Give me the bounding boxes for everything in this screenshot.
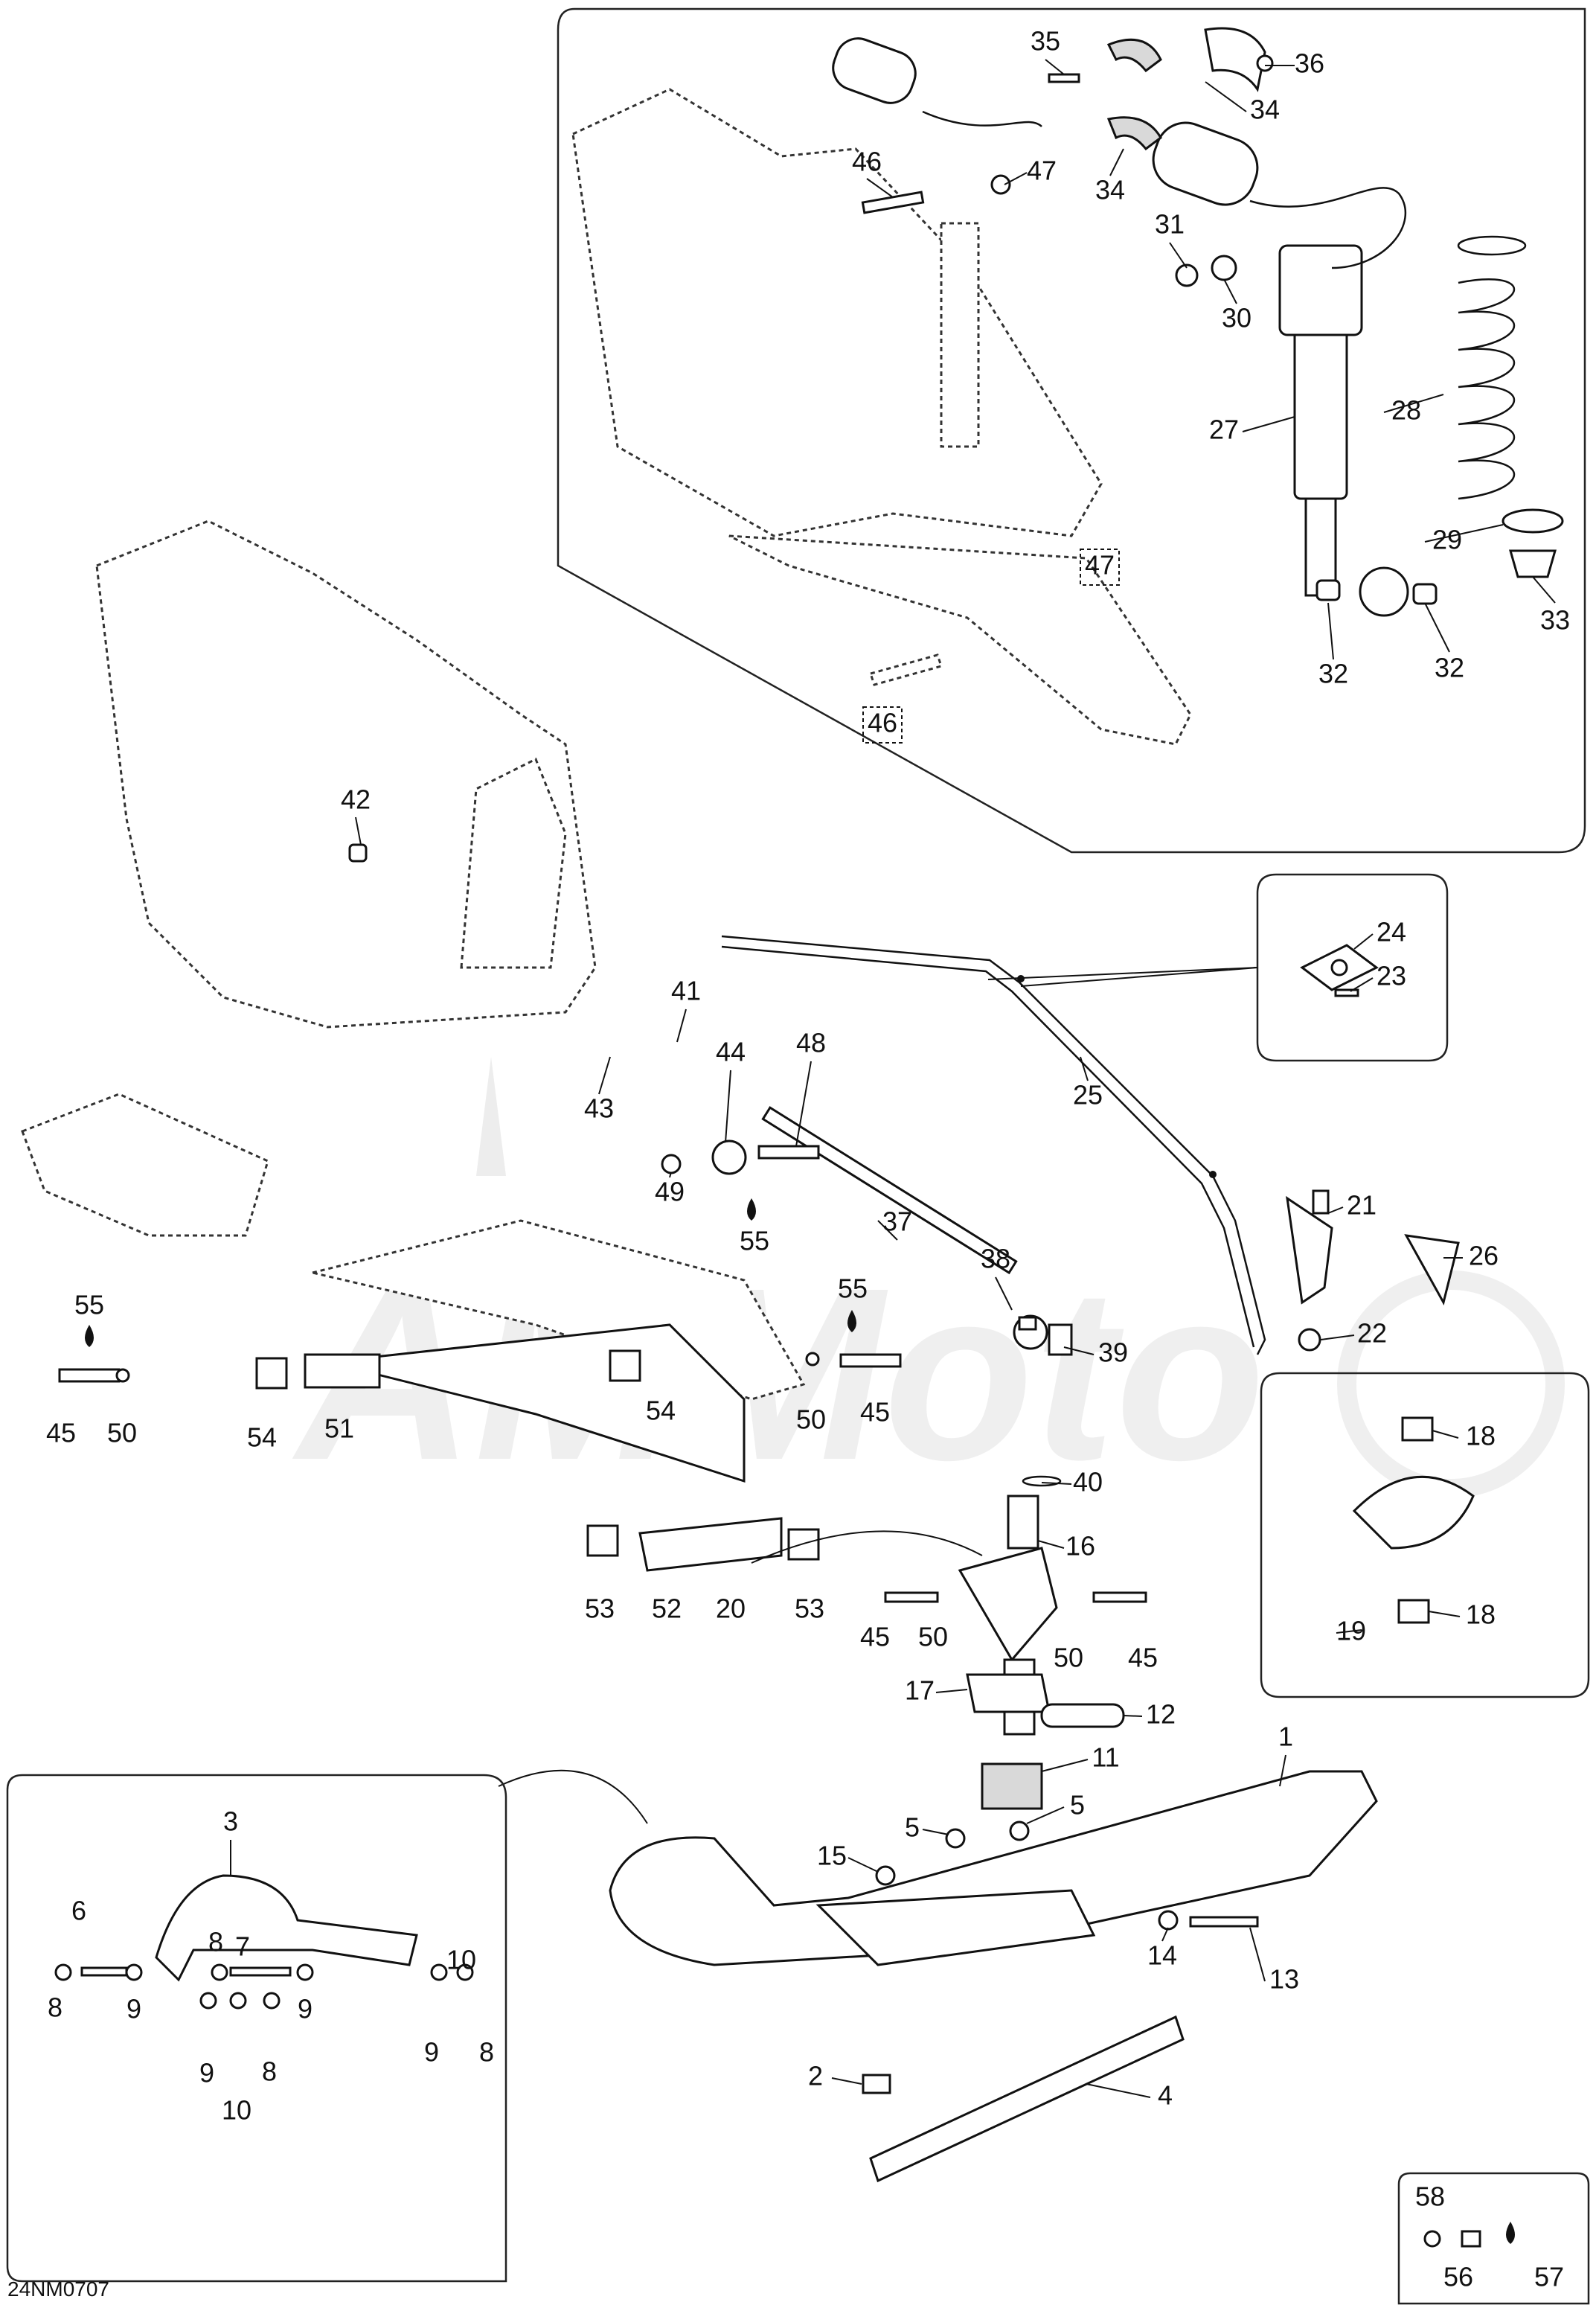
callout-36: 36 [1295, 48, 1324, 79]
callout-45: 45 [46, 1418, 76, 1448]
callout-3: 3 [223, 1806, 238, 1837]
callout-32: 32 [1318, 659, 1348, 689]
callout-34: 34 [1095, 175, 1125, 205]
callout-54: 54 [646, 1396, 676, 1426]
callout-53: 53 [585, 1593, 615, 1624]
callout-44: 44 [716, 1037, 746, 1067]
callout-14: 14 [1147, 1940, 1177, 1971]
callout-46: 46 [868, 708, 897, 738]
callout-37: 37 [882, 1206, 912, 1237]
callout-9: 9 [424, 2037, 439, 2068]
callout-16: 16 [1065, 1531, 1095, 1561]
callout-12: 12 [1146, 1699, 1176, 1730]
callout-34: 34 [1250, 95, 1280, 125]
callout-50: 50 [1054, 1643, 1083, 1673]
callout-18: 18 [1466, 1421, 1496, 1451]
callout-11: 11 [1092, 1742, 1119, 1773]
callout-45: 45 [860, 1622, 890, 1652]
callout-50: 50 [918, 1622, 948, 1652]
callout-5: 5 [1070, 1790, 1085, 1820]
callout-15: 15 [817, 1841, 847, 1871]
callout-41: 41 [671, 976, 701, 1006]
reservoir [1152, 121, 1259, 206]
callout-45: 45 [860, 1397, 890, 1428]
callout-10: 10 [446, 1945, 476, 1975]
callout-26: 26 [1469, 1241, 1499, 1271]
callout-43: 43 [584, 1093, 614, 1124]
callout-47: 47 [1027, 156, 1057, 186]
document-code: 24NM0707 [7, 2277, 109, 2301]
callout-8: 8 [208, 1927, 223, 1957]
callout-24: 24 [1377, 917, 1406, 947]
callout-21: 21 [1347, 1190, 1377, 1221]
callout-56: 56 [1443, 2262, 1473, 2292]
callout-32: 32 [1435, 653, 1464, 683]
callout-18: 18 [1466, 1599, 1496, 1630]
callout-13: 13 [1269, 1964, 1299, 1995]
callout-30: 30 [1222, 303, 1252, 333]
callout-47: 47 [1085, 550, 1115, 581]
callout-46: 46 [852, 147, 882, 177]
callout-27: 27 [1209, 415, 1239, 445]
callout-28: 28 [1391, 395, 1421, 426]
chassis-frame-outline [95, 520, 597, 1029]
callout-8: 8 [262, 2056, 277, 2087]
callout-55: 55 [740, 1226, 769, 1256]
callout-6: 6 [71, 1896, 86, 1926]
callout-9: 9 [298, 1994, 313, 2024]
callout-31: 31 [1155, 209, 1185, 240]
callout-9: 9 [199, 2058, 214, 2088]
leader-lines [230, 59, 1556, 2098]
callout-39: 39 [1098, 1337, 1128, 1368]
steering-assembly [721, 873, 1460, 1355]
callout-20: 20 [716, 1593, 746, 1624]
callout-42: 42 [341, 784, 371, 815]
callout-33: 33 [1540, 605, 1570, 636]
callout-2: 2 [808, 2061, 823, 2091]
coil-spring [1457, 235, 1527, 500]
callout-4: 4 [1158, 2080, 1173, 2111]
callout-50: 50 [796, 1404, 826, 1435]
grease-inset [1397, 2172, 1590, 2305]
callout-51: 51 [324, 1413, 354, 1444]
callout-labels: 35 36 34 34 46 47 31 30 28 27 29 33 32 3… [46, 26, 1570, 2292]
callout-9: 9 [126, 1994, 141, 2024]
callout-23: 23 [1377, 961, 1406, 991]
shock-inset-panel [557, 7, 1586, 854]
callout-35: 35 [1031, 26, 1060, 57]
callout-55: 55 [74, 1290, 104, 1320]
callout-55: 55 [838, 1273, 868, 1304]
callout-5: 5 [905, 1812, 920, 1843]
callout-58: 58 [1415, 2181, 1445, 2212]
callout-17: 17 [905, 1675, 935, 1706]
callout-25: 25 [1073, 1080, 1103, 1110]
ski-assembly [6, 1762, 1378, 2283]
callout-57: 57 [1534, 2262, 1564, 2292]
callout-49: 49 [655, 1177, 685, 1207]
callout-40: 40 [1073, 1467, 1103, 1497]
tie-rod [661, 1106, 1073, 1356]
callout-8: 8 [479, 2037, 494, 2068]
callout-54: 54 [247, 1422, 277, 1453]
callout-52: 52 [652, 1593, 682, 1624]
a-arm-assembly [21, 1093, 902, 1572]
callout-45: 45 [1128, 1643, 1158, 1673]
callout-22: 22 [1357, 1318, 1387, 1349]
callout-1: 1 [1278, 1722, 1293, 1752]
callout-48: 48 [796, 1028, 826, 1058]
callout-53: 53 [795, 1593, 824, 1624]
callout-50: 50 [107, 1418, 137, 1448]
callout-7: 7 [235, 1931, 250, 1962]
callout-10: 10 [222, 2095, 251, 2126]
callout-8: 8 [48, 1992, 63, 2023]
callout-38: 38 [981, 1244, 1010, 1274]
